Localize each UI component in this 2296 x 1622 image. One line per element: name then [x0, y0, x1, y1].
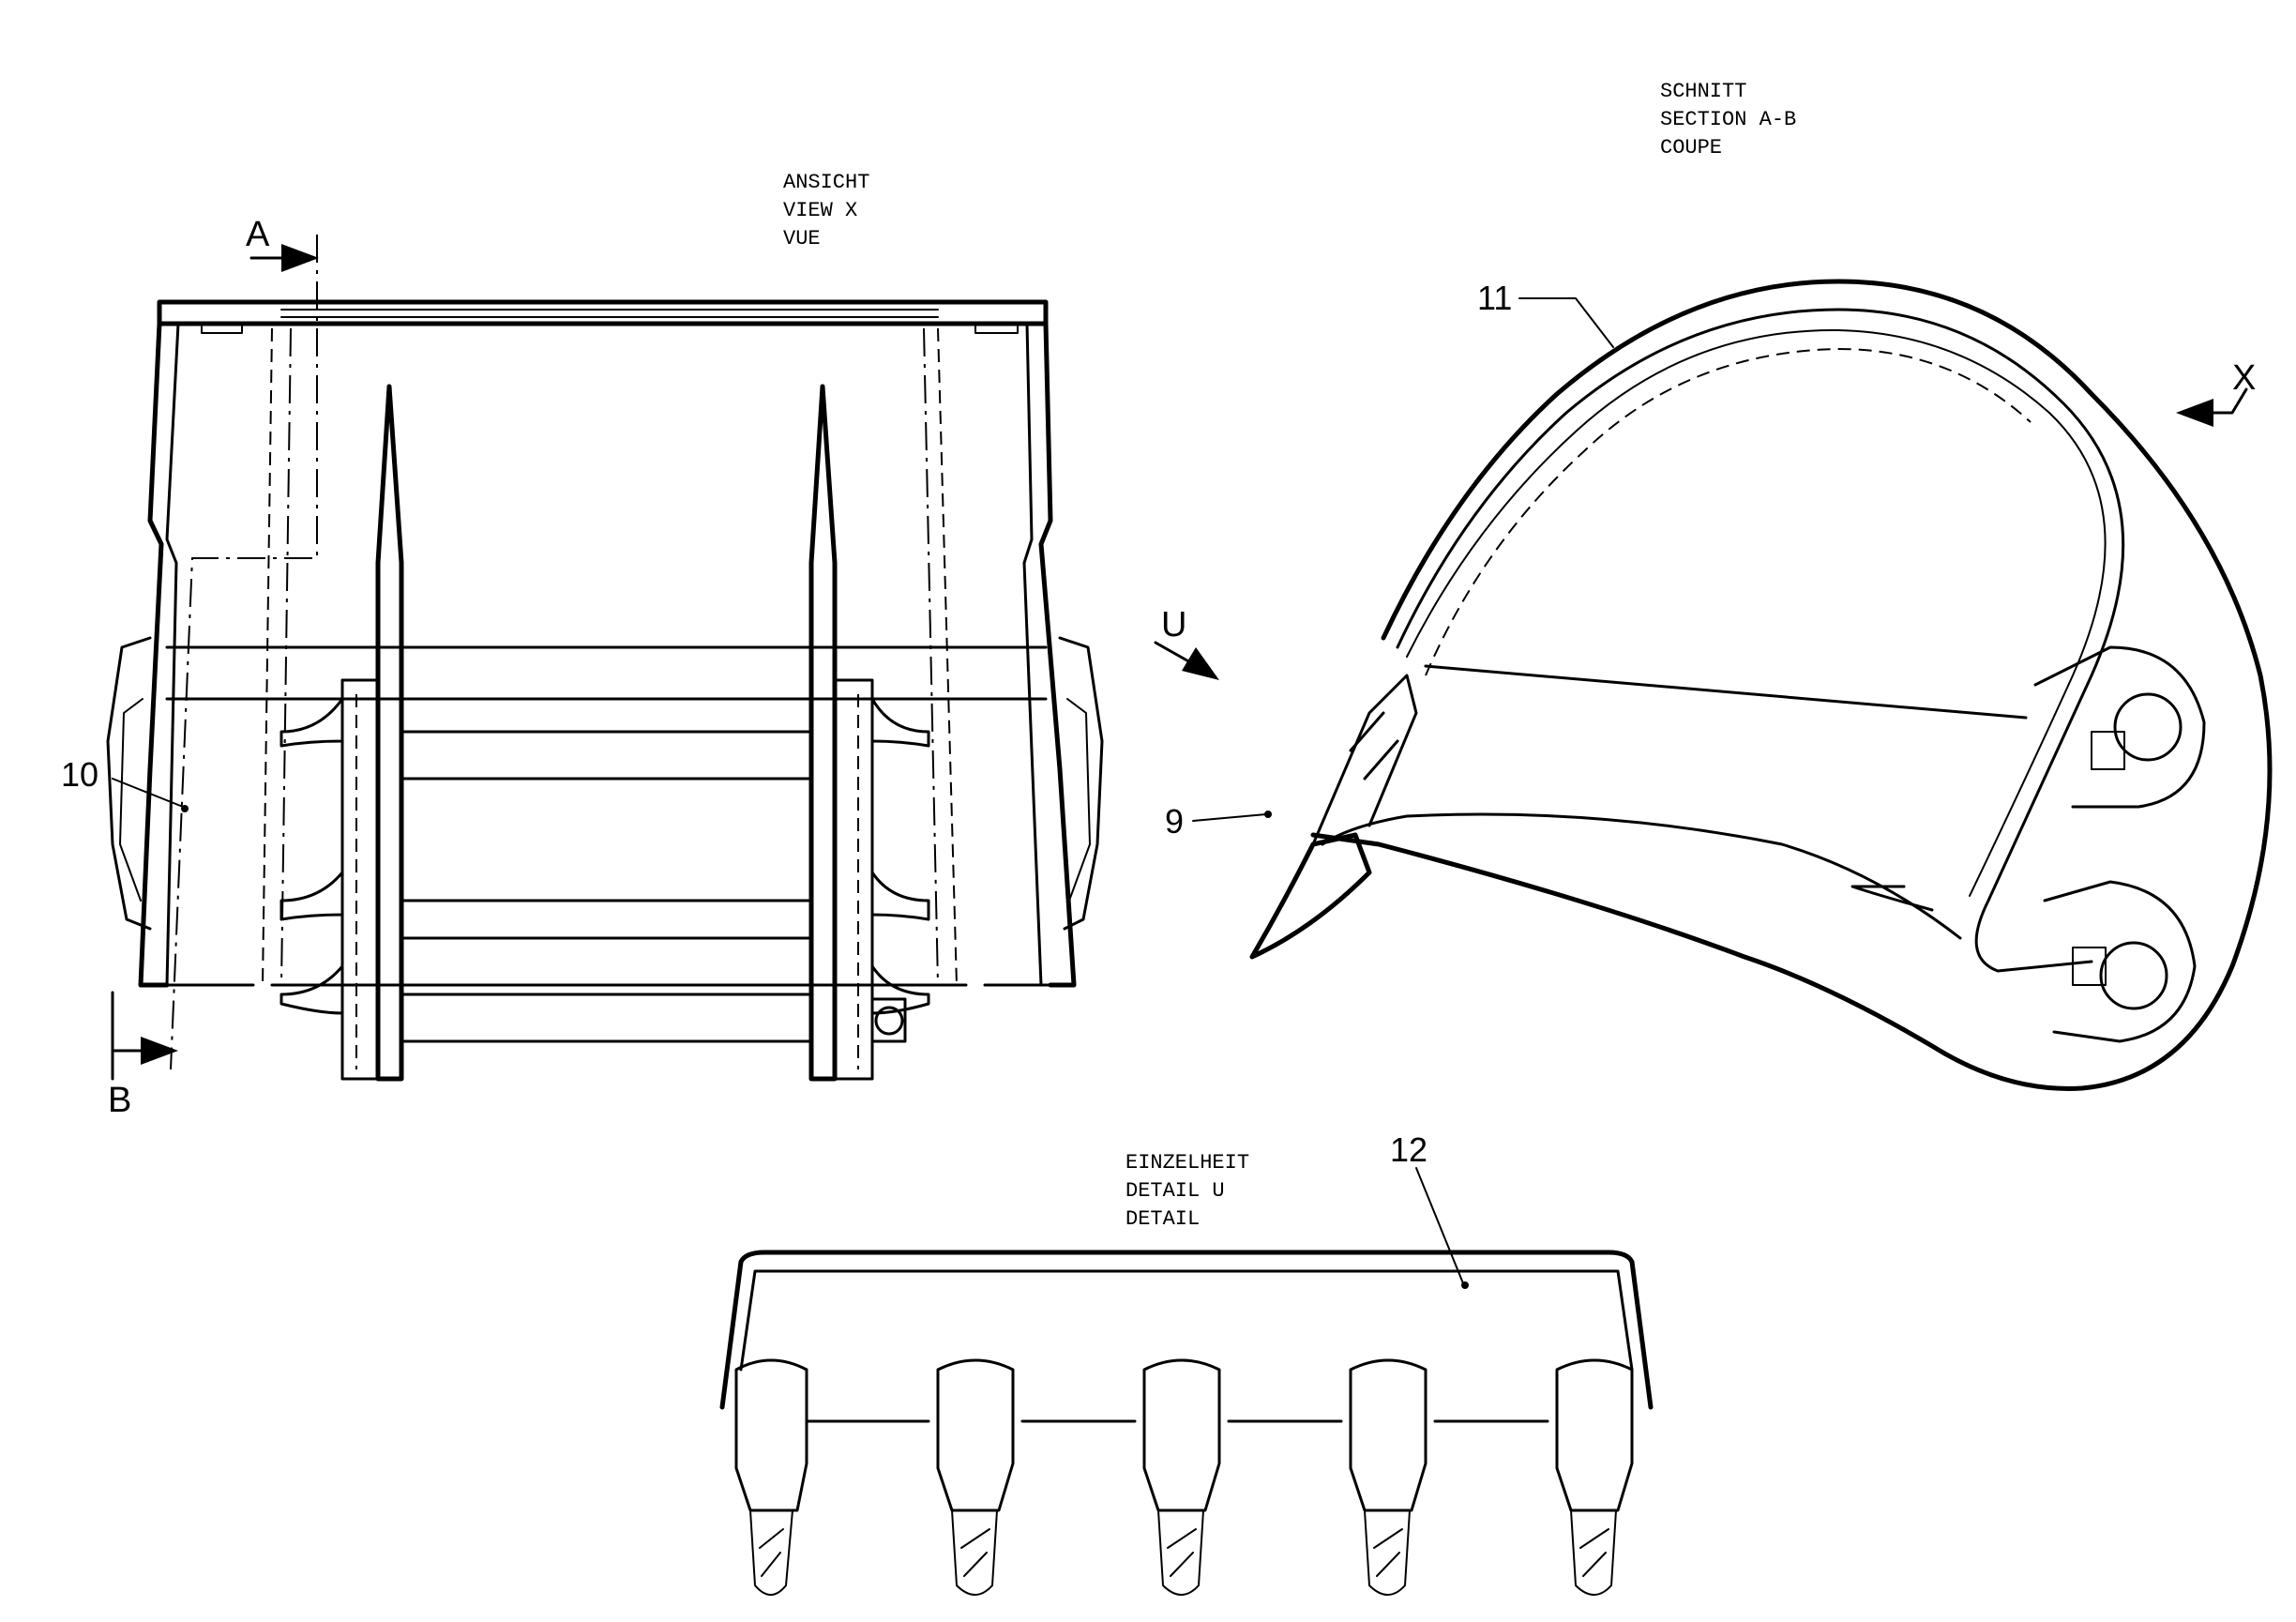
callout-9: 9 — [1165, 802, 1184, 841]
svg-text:SCHNITT: SCHNITT — [1660, 80, 1746, 103]
section-marker-a: A — [246, 215, 270, 254]
callout-10: 10 — [61, 755, 98, 794]
svg-text:COUPE: COUPE — [1660, 136, 1722, 159]
callout-12: 12 — [1390, 1130, 1427, 1169]
view-marker-u: U — [1161, 605, 1186, 644]
view-x-front-bucket — [106, 235, 1104, 1082]
svg-text:VUE: VUE — [783, 227, 821, 250]
view-x-caption: ANSICHT VIEW X VUE — [783, 171, 869, 250]
svg-text:DETAIL U: DETAIL U — [1125, 1179, 1225, 1203]
svg-text:VIEW X: VIEW X — [783, 199, 857, 222]
callout-11: 11 — [1477, 279, 1512, 317]
view-marker-x: X — [2232, 358, 2256, 398]
section-caption: SCHNITT SECTION A-B COUPE — [1660, 80, 1796, 159]
svg-text:EINZELHEIT: EINZELHEIT — [1125, 1151, 1249, 1175]
svg-text:SECTION A-B: SECTION A-B — [1660, 108, 1796, 131]
section-a-b-profile — [1154, 279, 2273, 1091]
section-marker-b: B — [108, 1081, 131, 1120]
svg-text:DETAIL: DETAIL — [1125, 1207, 1200, 1231]
tooth-row — [734, 1358, 1634, 1596]
detail-u-caption: EINZELHEIT DETAIL U DETAIL — [1125, 1151, 1249, 1231]
svg-text:ANSICHT: ANSICHT — [783, 171, 869, 194]
detail-u-teeth — [719, 1167, 1654, 1596]
